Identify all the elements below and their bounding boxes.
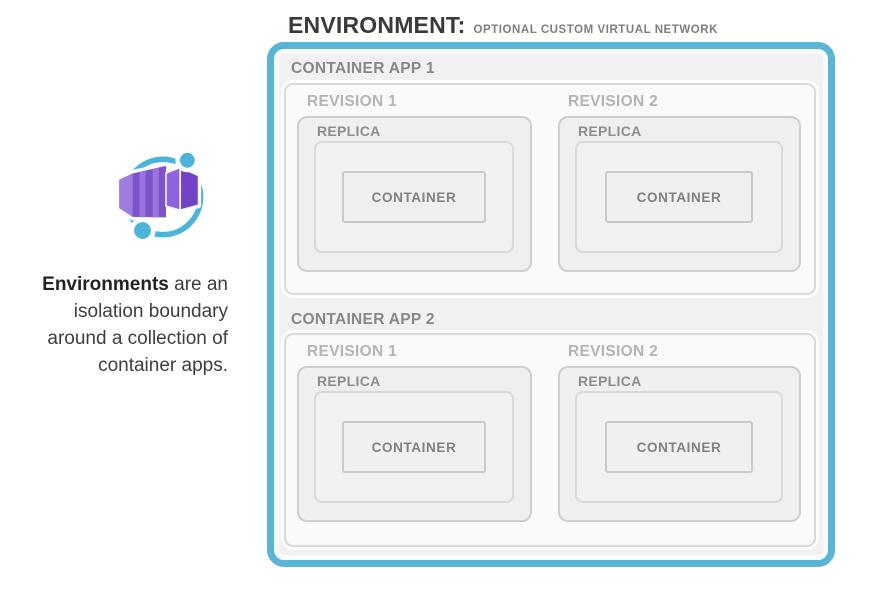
replica-label: REPLICA (317, 373, 381, 389)
container-label: CONTAINER (371, 189, 457, 205)
container-app-1-box: REVISION 1 REPLICA CONTAINER REVISION 2 … (284, 83, 816, 295)
caption-line: container apps. (98, 355, 228, 376)
container-app-1-label: CONTAINER APP 1 (291, 60, 435, 77)
replica-box: REPLICA CONTAINER (297, 366, 532, 522)
replica-inner-box: CONTAINER (314, 141, 514, 253)
caption-bold-word: Environments (42, 274, 169, 295)
container-label: CONTAINER (636, 439, 722, 455)
icon-orbit-dot-bottom (129, 217, 156, 244)
icon-box-main-face (132, 165, 166, 218)
app2-revision-1: REVISION 1 REPLICA CONTAINER (297, 343, 532, 522)
icon-orbit-dot-top (175, 148, 200, 173)
container-box: CONTAINER (604, 421, 754, 473)
app1-revision-1: REVISION 1 REPLICA CONTAINER (297, 93, 532, 272)
environment-caption: Environments are an isolation boundary a… (14, 271, 228, 379)
replica-label: REPLICA (578, 123, 642, 139)
replica-inner-box: CONTAINER (314, 391, 514, 503)
container-label: CONTAINER (636, 189, 722, 205)
replica-inner-box: CONTAINER (575, 141, 783, 253)
replica-label: REPLICA (578, 373, 642, 389)
container-app-2-box: REVISION 1 REPLICA CONTAINER REVISION 2 … (284, 333, 816, 547)
replica-box: REPLICA CONTAINER (558, 366, 801, 522)
app2-revision-2: REVISION 2 REPLICA CONTAINER (558, 343, 801, 522)
icon-box-stripe (139, 170, 146, 218)
environment-title: ENVIRONMENT: OPTIONAL CUSTOM VIRTUAL NET… (288, 12, 718, 39)
caption-line: isolation boundary (73, 301, 228, 322)
replica-inner-box: CONTAINER (575, 391, 783, 503)
revision-label: REVISION 1 (307, 343, 397, 360)
container-app-2-label: CONTAINER APP 2 (291, 311, 435, 328)
caption-line: around a collection of (47, 328, 228, 349)
icon-cube-left-face (165, 166, 182, 212)
environment-title-main: ENVIRONMENT: (288, 12, 466, 38)
container-box: CONTAINER (342, 171, 486, 223)
environment-title-qualifier: OPTIONAL CUSTOM VIRTUAL NETWORK (473, 24, 718, 36)
environment-boundary: CONTAINER APP 1 REVISION 1 REPLICA CONTA… (267, 42, 835, 567)
replica-box: REPLICA CONTAINER (297, 116, 532, 272)
revision-label: REVISION 2 (568, 343, 658, 360)
container-box: CONTAINER (342, 421, 486, 473)
revision-label: REVISION 2 (568, 93, 658, 110)
app1-revision-2: REVISION 2 REPLICA CONTAINER (558, 93, 801, 272)
container-apps-icon (116, 148, 204, 244)
replica-box: REPLICA CONTAINER (558, 116, 801, 272)
revision-label: REVISION 1 (307, 93, 397, 110)
replica-label: REPLICA (317, 123, 381, 139)
icon-box-left-face (119, 173, 133, 217)
container-label: CONTAINER (371, 439, 457, 455)
icon-box-stripe (152, 167, 159, 218)
icon-cube-front-face (179, 166, 200, 212)
container-box: CONTAINER (604, 171, 754, 223)
caption-line: Environments are an (42, 274, 228, 295)
